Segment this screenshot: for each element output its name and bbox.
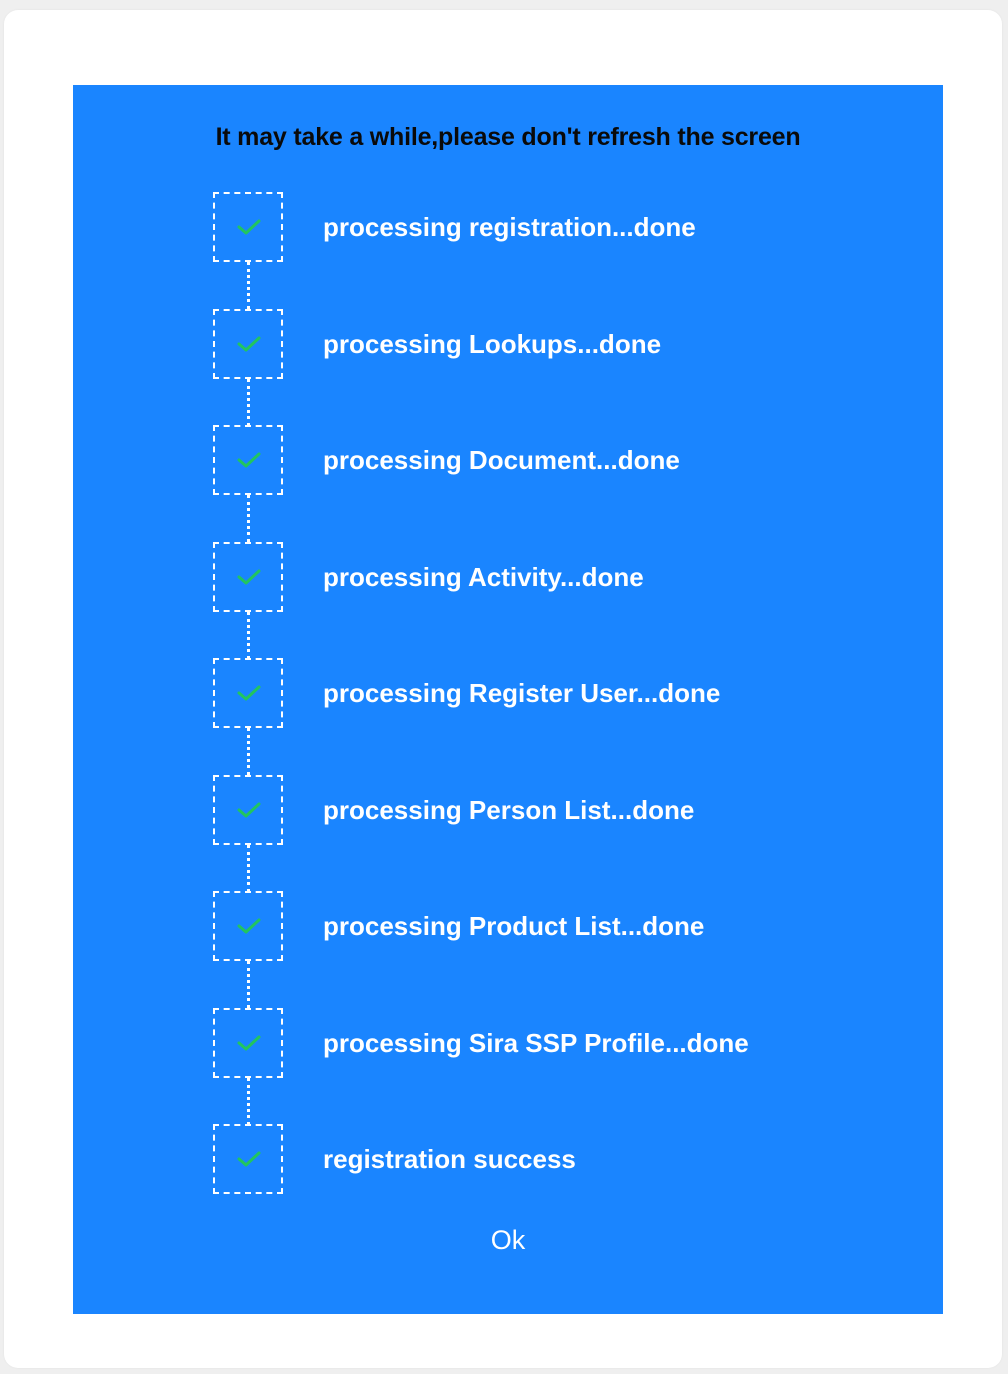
step-connector <box>247 844 250 892</box>
check-icon <box>237 219 261 235</box>
progress-panel: It may take a while,please don't refresh… <box>73 85 943 1314</box>
step-status-box <box>213 891 283 961</box>
step-label: processing Lookups...done <box>323 328 662 359</box>
step-status-box <box>213 774 283 845</box>
check-icon <box>237 569 261 584</box>
step-connector <box>247 495 250 542</box>
ok-button[interactable]: Ok <box>468 1220 548 1260</box>
step-label: processing Document...done <box>323 445 680 475</box>
step-item: processing Activity...done <box>213 541 913 659</box>
step-connector <box>247 728 250 775</box>
step-item: registration success <box>213 1124 913 1194</box>
step-label: registration success <box>323 1144 576 1174</box>
dialog-card: It may take a while,please don't refresh… <box>4 10 1002 1368</box>
check-icon <box>237 802 261 817</box>
step-label: processing Sira SSP Profile...done <box>323 1027 749 1058</box>
check-icon <box>237 452 261 468</box>
step-connector <box>247 1077 250 1125</box>
step-label: processing Activity...done <box>323 561 644 592</box>
check-icon <box>237 336 261 351</box>
step-item: processing registration...done <box>213 192 913 309</box>
step-item: processing Document...done <box>213 425 913 542</box>
check-icon <box>237 685 261 701</box>
step-item: processing Person List...done <box>213 774 913 892</box>
step-status-box <box>213 1124 283 1194</box>
step-status-box <box>213 541 283 612</box>
step-status-box <box>213 308 283 379</box>
step-status-box <box>213 1007 283 1078</box>
step-item: processing Product List...done <box>213 891 913 1008</box>
step-item: processing Register User...done <box>213 658 913 775</box>
step-connector <box>247 262 250 309</box>
page-title: It may take a while,please don't refresh… <box>215 123 801 151</box>
step-status-box <box>213 192 283 262</box>
check-icon <box>237 1035 261 1050</box>
step-connector <box>247 961 250 1008</box>
step-status-box <box>213 425 283 495</box>
step-label: processing Product List...done <box>323 911 705 941</box>
step-label: processing Register User...done <box>323 678 721 708</box>
step-label: processing Person List...done <box>323 794 695 825</box>
step-item: processing Sira SSP Profile...done <box>213 1007 913 1125</box>
step-connector <box>247 378 250 426</box>
step-status-box <box>213 658 283 728</box>
check-icon <box>237 1151 261 1167</box>
step-item: processing Lookups...done <box>213 308 913 426</box>
step-connector <box>247 611 250 659</box>
step-label: processing registration...done <box>323 212 696 242</box>
check-icon <box>237 918 261 934</box>
